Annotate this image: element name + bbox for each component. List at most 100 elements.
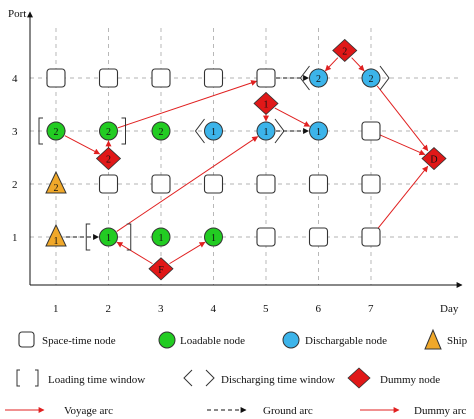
ship-node — [45, 223, 67, 247]
legend-ship-label: Ship — [447, 335, 468, 347]
discharging-window-left-bracket — [299, 65, 310, 91]
discharging-window-left-bracket — [194, 118, 205, 144]
x-axis-title: Day — [440, 303, 459, 315]
loadable-node — [151, 121, 171, 141]
dummy-node — [95, 147, 122, 171]
space-time-node — [256, 68, 276, 88]
dummy-node-label: F — [158, 265, 164, 276]
space-time-node — [308, 174, 329, 194]
node-label: 1 — [54, 236, 59, 247]
y-axis-title: Port — [8, 8, 26, 20]
node-label: 2 — [54, 183, 59, 194]
voyage-arc — [116, 136, 259, 232]
loadable-node — [46, 121, 66, 141]
node-label: 2 — [106, 127, 111, 138]
ship-node — [45, 170, 67, 194]
discharging-window-right-bracket — [274, 118, 285, 144]
node-label: 2 — [316, 74, 321, 85]
legend-loading-window-icon — [16, 369, 39, 387]
legend-ship-icon — [424, 328, 442, 350]
dummy-node — [253, 91, 279, 115]
loading-window-right-bracket — [126, 223, 132, 251]
y-tick-label: 3 — [12, 126, 18, 138]
space-time-node — [256, 174, 276, 194]
voyage-arc — [274, 107, 311, 127]
legend-dischargable-node-label: Dischargable node — [305, 335, 387, 347]
legend-ground-arc-label: Ground arc — [263, 405, 313, 417]
dischargeable-node — [309, 121, 328, 141]
discharging-window-right-bracket — [379, 65, 390, 91]
dischargeable-node — [204, 121, 223, 141]
time-windows — [38, 65, 390, 251]
legend-discharging-window-label: Discharging time window — [221, 374, 335, 386]
legend-dummy-arc-label: Dummy arc — [414, 405, 466, 417]
space-time-node — [256, 227, 276, 247]
voyage-arc — [116, 241, 153, 265]
legend-loadable-node-icon — [158, 331, 176, 349]
space-time-node — [151, 174, 171, 194]
loadable-node — [204, 227, 223, 247]
space-time-node — [203, 174, 224, 194]
loadable-node — [99, 121, 118, 141]
dummy-node — [332, 38, 358, 62]
x-tick-label: 7 — [368, 303, 374, 315]
dummy-node-label: 2 — [342, 46, 347, 57]
voyage-arc — [324, 57, 339, 72]
legend-loadable-node-label: Loadable node — [180, 335, 245, 347]
voyage-arc — [169, 241, 206, 265]
loading-window-left-bracket — [38, 117, 43, 145]
loading-window-left-bracket — [85, 223, 91, 251]
x-tick-label: 2 — [106, 303, 112, 315]
legend-space-time-node-label: Space-time node — [42, 335, 116, 347]
legend-dummy-node-label: Dummy node — [380, 374, 440, 386]
space-time-node — [98, 174, 119, 194]
y-tick-label: 1 — [12, 232, 18, 244]
dummy-nodes: F D 2 1 2 — [95, 38, 447, 281]
y-tick-label: 4 — [12, 73, 18, 85]
legend-loading-window-label: Loading time window — [48, 374, 145, 386]
x-tick-label: 5 — [263, 303, 269, 315]
legend-dummy-node-icon — [347, 367, 371, 389]
x-tick-label: 3 — [158, 303, 164, 315]
loadable-node — [99, 227, 118, 247]
voyage-arc — [379, 134, 426, 156]
voyage-arc — [351, 57, 365, 72]
node-label: 2 — [54, 127, 59, 138]
node-label: 1 — [211, 127, 216, 138]
dischargeable-node — [361, 68, 381, 88]
legend-discharging-window-icon — [183, 369, 215, 387]
node-label: 1 — [264, 127, 269, 138]
dummy-node-label: D — [430, 155, 437, 166]
dummy-node-label: 1 — [264, 99, 269, 110]
space-time-node — [361, 227, 381, 247]
node-label: 1 — [211, 233, 216, 244]
space-time-node — [46, 68, 66, 88]
dummy-node — [148, 257, 174, 281]
node-label: 1 — [316, 127, 321, 138]
arcs — [64, 57, 429, 265]
node-label: 1 — [159, 233, 164, 244]
legend: Space-time node Loadable node Dischargab… — [5, 328, 468, 417]
dummy-node — [421, 147, 447, 171]
node-label: 2 — [159, 127, 164, 138]
space-time-node — [98, 68, 119, 88]
voyage-arc — [376, 85, 429, 152]
dischargeable-node — [256, 121, 276, 141]
space-time-node — [151, 68, 171, 88]
voyage-arc — [376, 165, 429, 230]
legend-space-time-node-icon — [18, 331, 35, 348]
legend-voyage-arc-label: Voyage arc — [64, 405, 113, 417]
axes: Port Day — [8, 8, 463, 315]
space-time-node — [361, 121, 381, 141]
dischargeable-node — [309, 68, 328, 88]
voyage-arc — [117, 80, 258, 129]
legend-dischargable-node-icon — [282, 331, 300, 349]
x-tick-label: 1 — [53, 303, 59, 315]
loading-window-right-bracket — [121, 117, 126, 145]
x-tick-label: 6 — [316, 303, 322, 315]
space-time-node — [203, 68, 224, 88]
y-tick-label: 2 — [12, 179, 18, 191]
